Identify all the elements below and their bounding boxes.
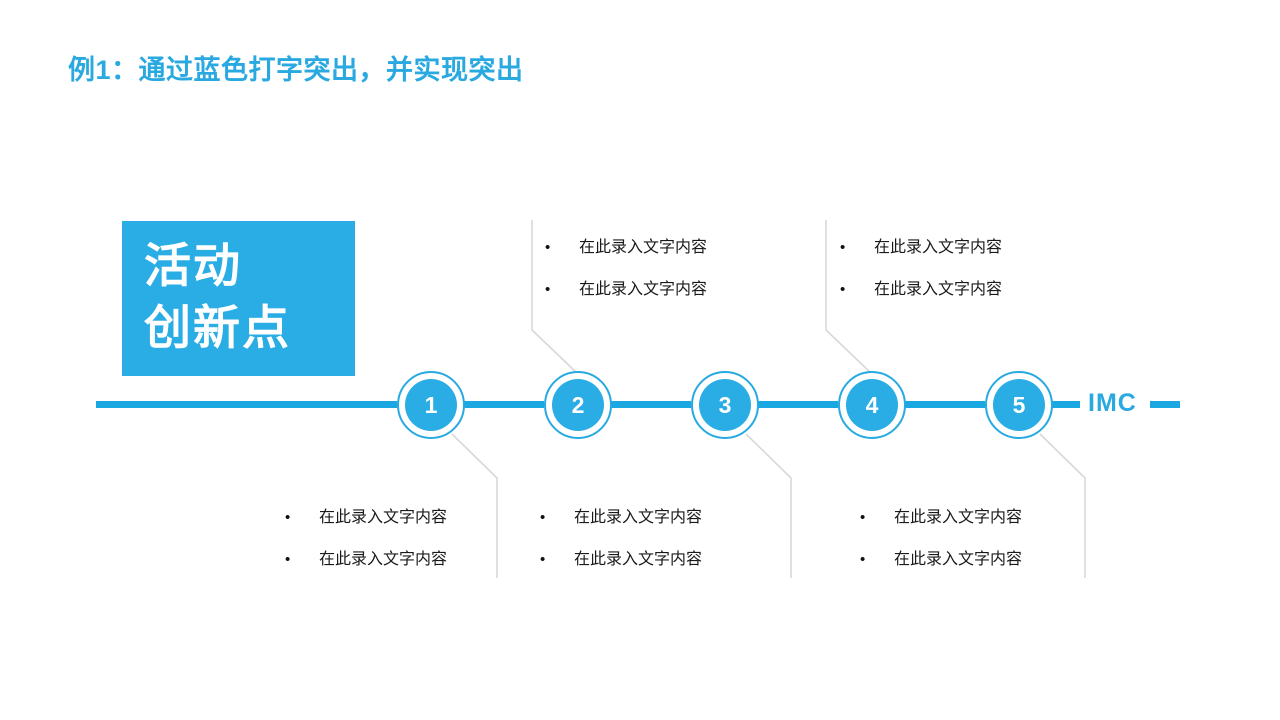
timeline-node-1[interactable]: 1 — [397, 371, 465, 439]
list-item: • 在此录入文字内容 — [840, 282, 1055, 298]
list-item-label: 在此录入文字内容 — [574, 509, 703, 526]
list-item-label: 在此录入文字内容 — [874, 281, 1003, 298]
timeline-bar-end — [1150, 401, 1180, 408]
timeline-bar-start — [96, 401, 397, 408]
page-title: 例1：通过蓝色打字突出，并实现突出 — [68, 55, 524, 85]
timeline-node-2-number: 2 — [552, 379, 604, 431]
list-item: • 在此录入文字内容 — [285, 510, 500, 526]
list-item: • 在此录入文字内容 — [540, 552, 755, 568]
list-item: • 在此录入文字内容 — [545, 240, 760, 256]
timeline-node-2[interactable]: 2 — [544, 371, 612, 439]
timeline-node-4-number: 4 — [846, 379, 898, 431]
bullet-icon: • — [545, 281, 551, 298]
list-item-label: 在此录入文字内容 — [579, 239, 708, 256]
timeline-node-1-number: 1 — [405, 379, 457, 431]
list-item-label: 在此录入文字内容 — [574, 551, 703, 568]
list-item-label: 在此录入文字内容 — [319, 509, 448, 526]
bullet-icon: • — [840, 239, 846, 256]
list-item-label: 在此录入文字内容 — [579, 281, 708, 298]
activity-highlight-box: 活动 创新点 — [122, 221, 355, 376]
label-box-line-1: 活动 — [144, 239, 242, 292]
timeline-node-3-number: 3 — [699, 379, 751, 431]
list-item: • 在此录入文字内容 — [540, 510, 755, 526]
bullet-icon: • — [545, 239, 551, 256]
text-block-top-2: • 在此录入文字内容 • 在此录入文字内容 — [840, 240, 1055, 298]
bullet-icon: • — [840, 281, 846, 298]
timeline-node-5[interactable]: 5 — [985, 371, 1053, 439]
label-box-line-2: 创新点 — [144, 301, 291, 355]
timeline-node-5-number: 5 — [993, 379, 1045, 431]
timeline-node-3[interactable]: 3 — [691, 371, 759, 439]
timeline-bar-5-imc — [1050, 401, 1080, 408]
bullet-icon: • — [860, 509, 866, 526]
list-item-label: 在此录入文字内容 — [319, 551, 448, 568]
text-block-bottom-3: • 在此录入文字内容 • 在此录入文字内容 — [860, 510, 1075, 568]
text-block-bottom-1: • 在此录入文字内容 • 在此录入文字内容 — [285, 510, 500, 568]
bullet-icon: • — [285, 551, 291, 568]
list-item: • 在此录入文字内容 — [860, 510, 1075, 526]
list-item: • 在此录入文字内容 — [860, 552, 1075, 568]
timeline-end-label: IMC — [1088, 389, 1137, 417]
bullet-icon: • — [540, 551, 546, 568]
list-item-label: 在此录入文字内容 — [894, 509, 1023, 526]
list-item-label: 在此录入文字内容 — [874, 239, 1003, 256]
text-block-bottom-2: • 在此录入文字内容 • 在此录入文字内容 — [540, 510, 755, 568]
list-item: • 在此录入文字内容 — [840, 240, 1055, 256]
bullet-icon: • — [285, 509, 291, 526]
timeline-bar-2-3 — [609, 401, 691, 408]
list-item: • 在此录入文字内容 — [285, 552, 500, 568]
timeline-bar-3-4 — [756, 401, 838, 408]
list-item-label: 在此录入文字内容 — [894, 551, 1023, 568]
list-item: • 在此录入文字内容 — [545, 282, 760, 298]
timeline-bar-4-5 — [903, 401, 985, 408]
timeline-node-4[interactable]: 4 — [838, 371, 906, 439]
bullet-icon: • — [540, 509, 546, 526]
text-block-top-1: • 在此录入文字内容 • 在此录入文字内容 — [545, 240, 760, 298]
timeline-bar-1-2 — [462, 401, 544, 408]
bullet-icon: • — [860, 551, 866, 568]
